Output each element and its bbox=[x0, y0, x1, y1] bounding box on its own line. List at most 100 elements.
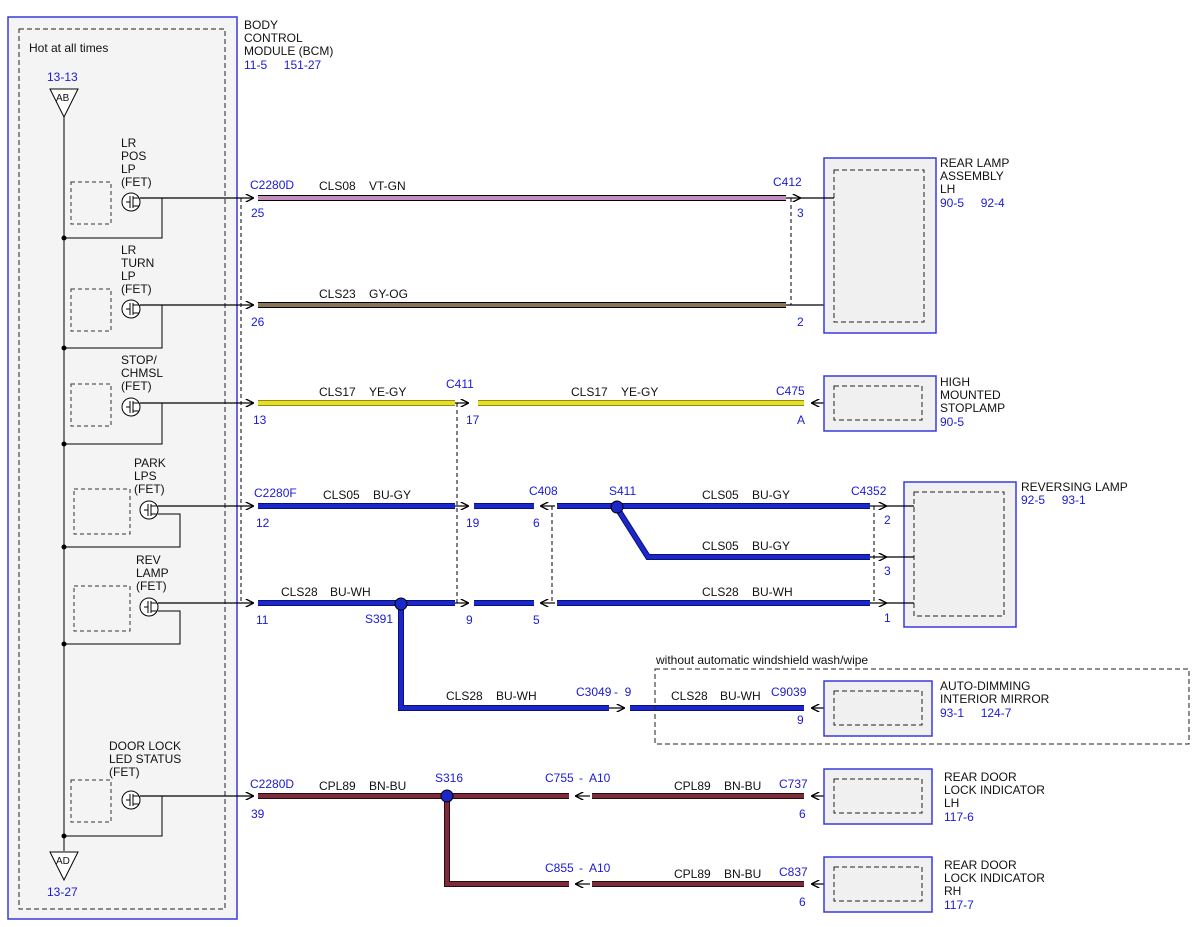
pin-5-c408: 5 bbox=[533, 613, 540, 627]
splice-s411 bbox=[610, 500, 624, 514]
wire-color-bn-bu-b: BN-BU bbox=[724, 779, 761, 793]
fet-park-symbol bbox=[139, 500, 159, 520]
fet-rev-box bbox=[73, 585, 131, 632]
wire-cls05 bbox=[258, 500, 886, 557]
top-power-ref: 13-13 bbox=[47, 70, 78, 84]
connector-c737: C737 bbox=[779, 777, 808, 791]
connector-c4352: C4352 bbox=[851, 484, 887, 498]
bcm-outline bbox=[7, 16, 238, 920]
wire-color-bn-bu-c: BN-BU bbox=[724, 867, 761, 881]
wire-color-bu-gy-b: BU-GY bbox=[752, 488, 790, 502]
door-lh-refs: 117-6 bbox=[944, 810, 974, 824]
pin-13: 13 bbox=[253, 413, 267, 427]
mirror-refs: 93-1 124-7 bbox=[940, 706, 1012, 720]
connector-c755-pin: - A10 bbox=[579, 771, 611, 785]
pin-26: 26 bbox=[251, 315, 265, 329]
door-rh-refs: 117-7 bbox=[944, 898, 974, 912]
without-wash-note: without automatic windshield wash/wipe bbox=[655, 653, 868, 667]
wire-color-bu-gy-c: BU-GY bbox=[752, 539, 790, 553]
connector-c855: C855 bbox=[545, 861, 574, 875]
reversing-lamp: REVERSING LAMP 92-5 93-1 bbox=[886, 480, 1128, 628]
wire-color-bn-bu-a: BN-BU bbox=[369, 779, 406, 793]
pin-1-reversing: 1 bbox=[884, 611, 891, 625]
wire-label-cpl89-a: CPL89 bbox=[319, 779, 356, 793]
connector-c855-pin: - A10 bbox=[579, 861, 611, 875]
pin-17: 17 bbox=[466, 413, 480, 427]
pin-9-c411: 9 bbox=[466, 613, 473, 627]
bcm-page-refs: 11-5 151-27 bbox=[244, 58, 321, 72]
connector-dashes bbox=[240, 198, 875, 603]
wire-label-cls17-b: CLS17 bbox=[571, 385, 608, 399]
reversing-lamp-refs: 92-5 93-1 bbox=[1021, 493, 1086, 507]
fet-stop-chmsl: STOP/CHMSL(FET) bbox=[61, 353, 163, 447]
bottom-power-triangle bbox=[49, 851, 79, 882]
fet-lr-pos-box bbox=[70, 181, 112, 225]
wire-label-cls05-a: CLS05 bbox=[323, 488, 360, 502]
svg-text:STOP/CHMSL(FET): STOP/CHMSL(FET) bbox=[121, 353, 163, 393]
pin-6-door-lh: 6 bbox=[799, 807, 806, 821]
splice-label-s411: S411 bbox=[609, 484, 636, 498]
without-wash-wipe-group: without automatic windshield wash/wipe bbox=[654, 653, 1190, 745]
reversing-lamp-title: REVERSING LAMP bbox=[1021, 480, 1128, 494]
pin-2-reversing: 2 bbox=[884, 513, 891, 527]
wire-color-gy-og: GY-OG bbox=[369, 287, 408, 301]
pin-25: 25 bbox=[251, 206, 265, 220]
connector-c412: C412 bbox=[773, 175, 802, 189]
pin-a: A bbox=[797, 413, 805, 427]
pin-2-rear-lamp: 2 bbox=[797, 315, 804, 329]
wire-label-cpl89-b: CPL89 bbox=[674, 779, 711, 793]
rear-lamp-refs: 90-5 92-4 bbox=[940, 196, 1005, 210]
top-power-triangle bbox=[49, 88, 79, 119]
connector-c475: C475 bbox=[776, 384, 805, 398]
wire-color-bu-gy-a: BU-GY bbox=[373, 488, 411, 502]
wire-color-bu-wh-b: BU-WH bbox=[752, 585, 793, 599]
wire-label-cls23: CLS23 bbox=[319, 287, 356, 301]
connector-c9039: C9039 bbox=[771, 685, 807, 699]
connector-c408: C408 bbox=[529, 484, 558, 498]
wire-label-cls28-d: CLS28 bbox=[671, 689, 708, 703]
wire-cls28 bbox=[258, 597, 886, 708]
fet-lr-turn-box bbox=[70, 288, 112, 332]
connector-c3049: C3049 bbox=[576, 685, 612, 699]
wire-color-bu-wh-c: BU-WH bbox=[496, 689, 537, 703]
pin-11: 11 bbox=[256, 613, 269, 627]
wire-label-cls17-a: CLS17 bbox=[319, 385, 356, 399]
bottom-power-tag: AD bbox=[56, 856, 70, 867]
wire-label-cls28-c: CLS28 bbox=[446, 689, 483, 703]
wire-label-cls05-c: CLS05 bbox=[702, 539, 739, 553]
wire-color-ye-gy-b: YE-GY bbox=[621, 385, 658, 399]
wire-label-cls28-a: CLS28 bbox=[281, 585, 318, 599]
connector-c2280d: C2280D bbox=[250, 178, 294, 192]
connector-c3049-pin: - 9 bbox=[614, 685, 632, 699]
hot-at-all-times-label: Hot at all times bbox=[29, 41, 108, 55]
wire-label-cls28-b: CLS28 bbox=[702, 585, 739, 599]
pin-6-door-rh: 6 bbox=[799, 895, 806, 909]
bcm-leads bbox=[140, 198, 253, 796]
fet-stop-symbol bbox=[121, 397, 141, 417]
pin-numbers: 25 3 26 2 13 17 A 12 19 6 2 3 11 9 5 1 9… bbox=[251, 206, 891, 909]
wire-color-bu-wh-a: BU-WH bbox=[330, 585, 371, 599]
fet-stop-box bbox=[70, 383, 112, 427]
hmsl-refs: 90-5 bbox=[940, 415, 964, 429]
fet-lr-pos-symbol bbox=[121, 192, 141, 212]
bcm-hot-area bbox=[18, 28, 226, 910]
wire-color-bu-wh-d: BU-WH bbox=[720, 689, 761, 703]
pin-12: 12 bbox=[256, 516, 270, 530]
pin-6-c408: 6 bbox=[533, 516, 540, 530]
fet-door-symbol bbox=[121, 790, 141, 810]
